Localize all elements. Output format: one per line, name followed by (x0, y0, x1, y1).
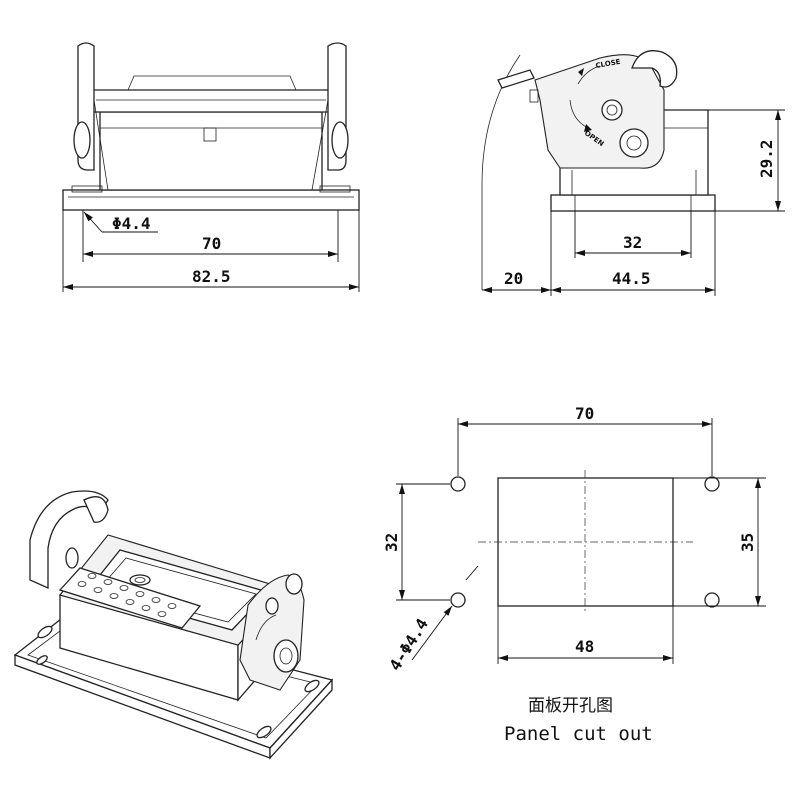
dim-lever-clearance: 20 (504, 269, 523, 288)
dim-cut-width: 48 (575, 637, 594, 656)
dim-cut-hole-spacing-x: 70 (575, 404, 594, 423)
isometric-view (13, 490, 334, 760)
front-view: Φ4.4 70 82.5 (62, 42, 360, 292)
mount-hole (450, 592, 466, 608)
dim-cut-hole-spacing-y: 32 (382, 533, 401, 552)
dim-overall-width: 82.5 (192, 267, 231, 286)
dim-base-width: 44.5 (612, 269, 651, 288)
dim-cut-height: 35 (738, 533, 757, 552)
dim-hole-spacing: 70 (202, 234, 221, 253)
panel-cutout: 70 32 35 48 4-Φ4.4 面板开孔图 Panel cut out (382, 404, 766, 745)
mount-hole (704, 476, 720, 492)
dim-cut-holes: 4-Φ4.4 (385, 615, 432, 674)
mount-hole (704, 592, 720, 608)
pin-holes (77, 573, 177, 617)
mount-hole (450, 476, 466, 492)
dim-inner-width: 32 (623, 233, 642, 252)
caption-en: Panel cut out (504, 723, 653, 745)
side-view: CLOSE OPEN 32 20 44.5 29.2 (481, 50, 785, 296)
dim-hole-dia: Φ4.4 (112, 214, 151, 233)
caption-cn: 面板开孔图 (528, 696, 613, 716)
dim-height: 29.2 (757, 139, 776, 178)
